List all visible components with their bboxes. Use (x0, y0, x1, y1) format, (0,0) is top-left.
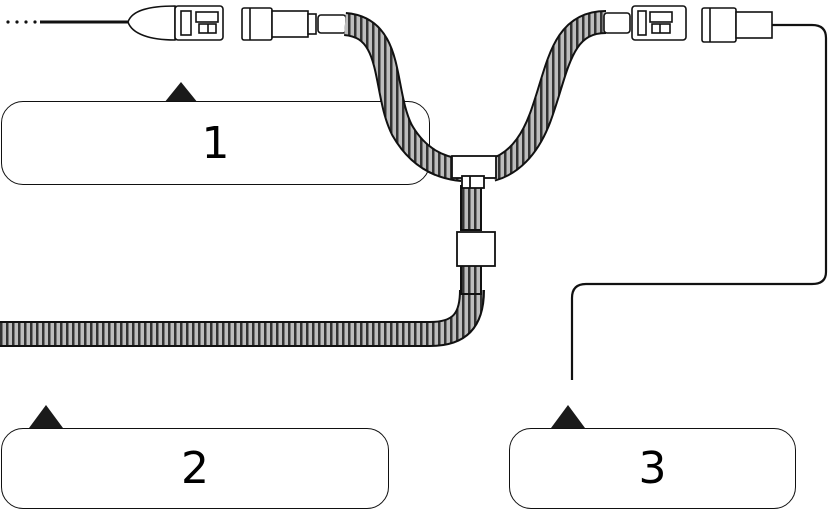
callout-label-2: 2 (181, 443, 209, 494)
sensor-plug-left (127, 5, 224, 41)
sensor-cable-left (6, 20, 130, 24)
sensor-cable-right (570, 23, 828, 380)
corrugated-tube-stem (460, 185, 482, 231)
tube-connector-left (241, 7, 347, 41)
callout-box-2: 2 (1, 428, 389, 509)
y-piece-connector (451, 155, 497, 189)
callout-box-1: 1 (1, 101, 430, 185)
stem-adapter (456, 231, 496, 267)
cable-plug-right (701, 7, 773, 43)
callout-box-3: 3 (509, 428, 796, 509)
callout-label-1: 1 (201, 117, 230, 169)
pointer-arrow-1 (164, 82, 198, 103)
pointer-arrow-3 (551, 405, 585, 428)
tube-connector-right (603, 5, 687, 41)
callout-label-3: 3 (638, 443, 667, 494)
pointer-arrow-2 (29, 405, 63, 428)
